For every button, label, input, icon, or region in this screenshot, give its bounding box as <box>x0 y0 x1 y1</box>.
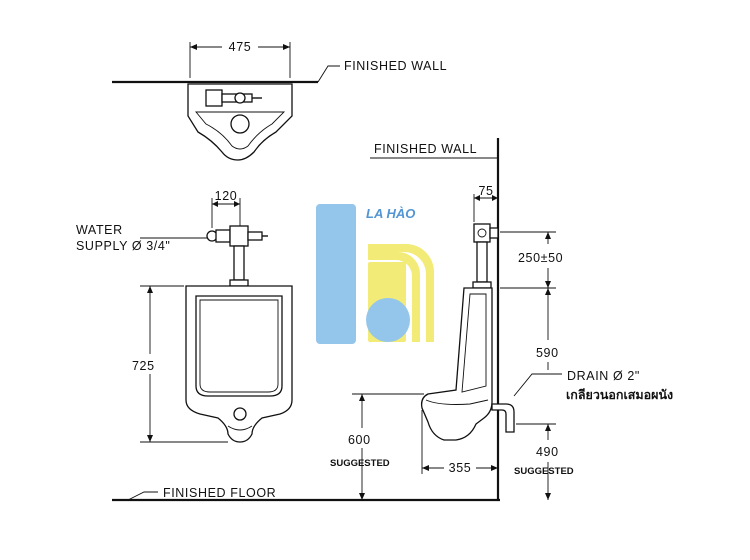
side-rim-dim: 600 <box>348 433 371 447</box>
logo-text: LA HÀO <box>366 206 415 221</box>
logo-blue-bar <box>316 204 356 344</box>
side-view: FINISHED WALL 75 DRAIN Ø 2" เกลียวนอกเสม… <box>330 138 673 500</box>
drain-thai-note: เกลียวนอกเสมอผนัง <box>566 388 673 402</box>
top-drain-circle <box>230 114 250 134</box>
logo-arc-mid <box>368 252 420 342</box>
side-body-dim: 590 <box>536 346 559 360</box>
side-drain-suggested: SUGGESTED <box>514 466 574 477</box>
side-flush-pipe <box>476 241 488 283</box>
top-view: 475 FINISHED WALL <box>112 40 447 161</box>
front-valve-body <box>229 225 249 247</box>
floor: FINISHED FLOOR <box>112 486 500 502</box>
side-wall-label: FINISHED WALL <box>374 142 477 156</box>
side-depth-dim: 355 <box>449 461 472 475</box>
side-rim-suggested: SUGGESTED <box>330 458 390 469</box>
front-valve-dim: 120 <box>215 189 238 203</box>
top-width-dim: 475 <box>229 40 252 54</box>
water-supply-label-2: SUPPLY Ø 3/4" <box>76 239 170 253</box>
front-drain <box>233 407 247 421</box>
floor-label: FINISHED FLOOR <box>163 486 276 500</box>
top-valve-body <box>205 89 223 107</box>
side-drain-pipe <box>491 403 515 433</box>
drain-label: DRAIN Ø 2" <box>567 369 640 383</box>
side-offset-dim: 75 <box>478 184 493 198</box>
front-urinal-bowl <box>195 295 283 397</box>
front-flush-pipe <box>233 245 245 281</box>
logo-arc-outer <box>368 244 434 342</box>
logo-blue-circle <box>366 298 410 342</box>
side-drain-height-dim: 490 <box>536 445 559 459</box>
top-wall-label: FINISHED WALL <box>344 59 447 73</box>
side-urinal-body <box>420 287 493 441</box>
watermark-logo: LA HÀO <box>316 204 434 344</box>
top-urinal-inner <box>195 111 286 150</box>
front-height-dim: 725 <box>132 359 155 373</box>
side-valve-height-dim: 250±50 <box>518 251 563 265</box>
front-view: 120 WATER SUPPLY Ø 3/4" 725 <box>76 189 293 443</box>
water-supply-label-1: WATER <box>76 223 123 237</box>
side-valve-body <box>473 223 491 243</box>
